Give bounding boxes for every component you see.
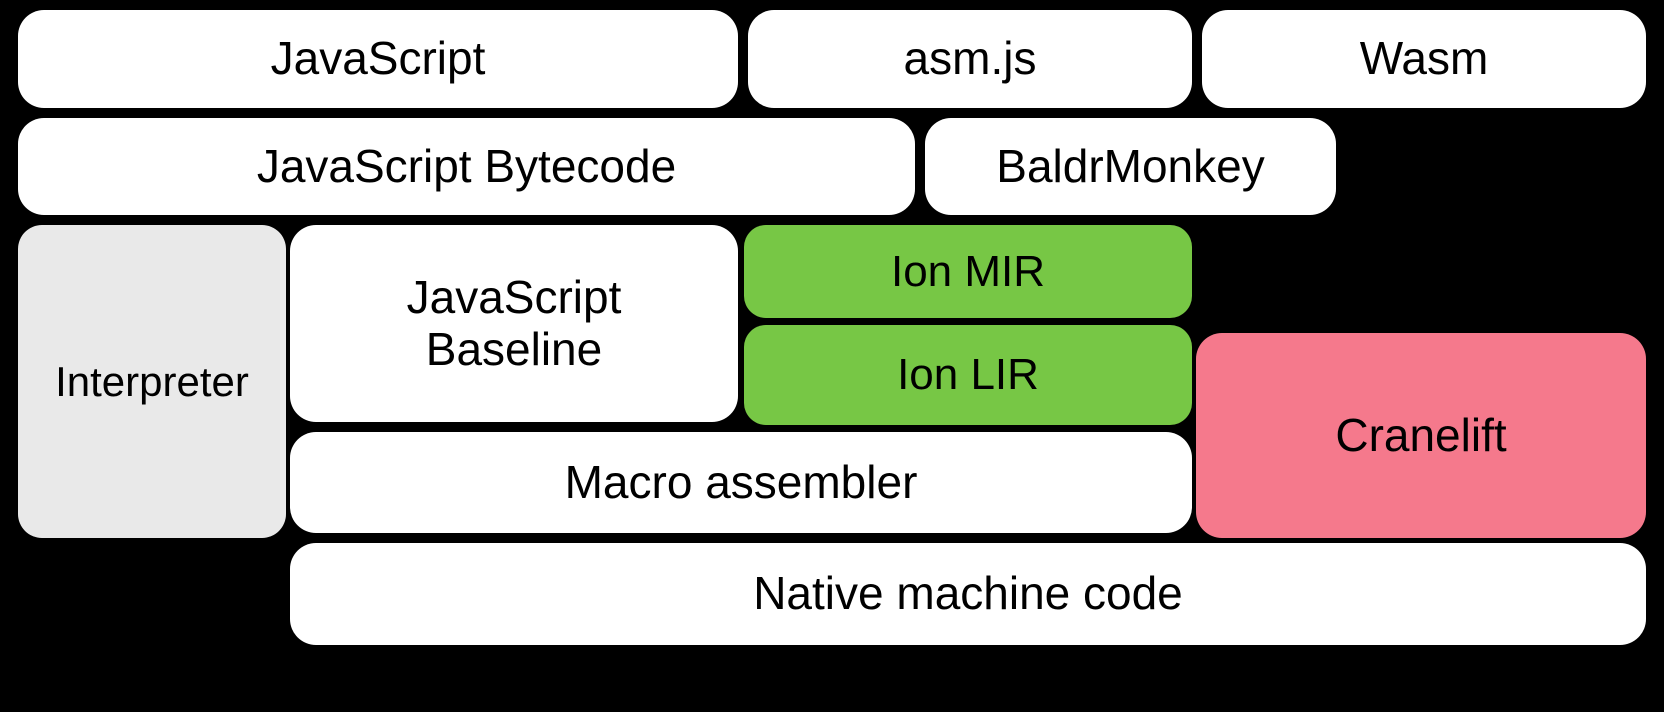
node-macro-assembler-label: Macro assembler [564, 455, 918, 508]
node-wasm-label: Wasm [1359, 32, 1489, 85]
node-cranelift[interactable]: Cranelift [1196, 333, 1646, 538]
node-interpreter[interactable]: Interpreter [18, 225, 286, 538]
node-ion-lir[interactable]: Ion LIR [744, 325, 1192, 425]
node-native-machine-code-label: Native machine code [753, 567, 1183, 620]
node-javascript[interactable]: JavaScript [18, 10, 738, 108]
node-macro-assembler[interactable]: Macro assembler [290, 432, 1192, 533]
node-javascript-bytecode[interactable]: JavaScript Bytecode [18, 118, 915, 215]
node-asm-js[interactable]: asm.js [748, 10, 1192, 108]
node-interpreter-label: Interpreter [55, 357, 249, 405]
node-asm-js-label: asm.js [903, 32, 1037, 85]
node-wasm[interactable]: Wasm [1202, 10, 1646, 108]
node-javascript-baseline-label: JavaScript Baseline [406, 270, 622, 375]
node-baldrmonkey[interactable]: BaldrMonkey [925, 118, 1336, 215]
node-native-machine-code[interactable]: Native machine code [290, 543, 1646, 645]
node-ion-mir[interactable]: Ion MIR [744, 225, 1192, 318]
node-javascript-bytecode-label: JavaScript Bytecode [256, 139, 677, 192]
node-ion-lir-label: Ion LIR [897, 350, 1039, 400]
node-baldrmonkey-label: BaldrMonkey [996, 139, 1265, 192]
node-javascript-label: JavaScript [270, 32, 486, 85]
node-javascript-baseline[interactable]: JavaScript Baseline [290, 225, 738, 422]
node-cranelift-label: Cranelift [1335, 408, 1507, 461]
node-ion-mir-label: Ion MIR [890, 246, 1046, 296]
